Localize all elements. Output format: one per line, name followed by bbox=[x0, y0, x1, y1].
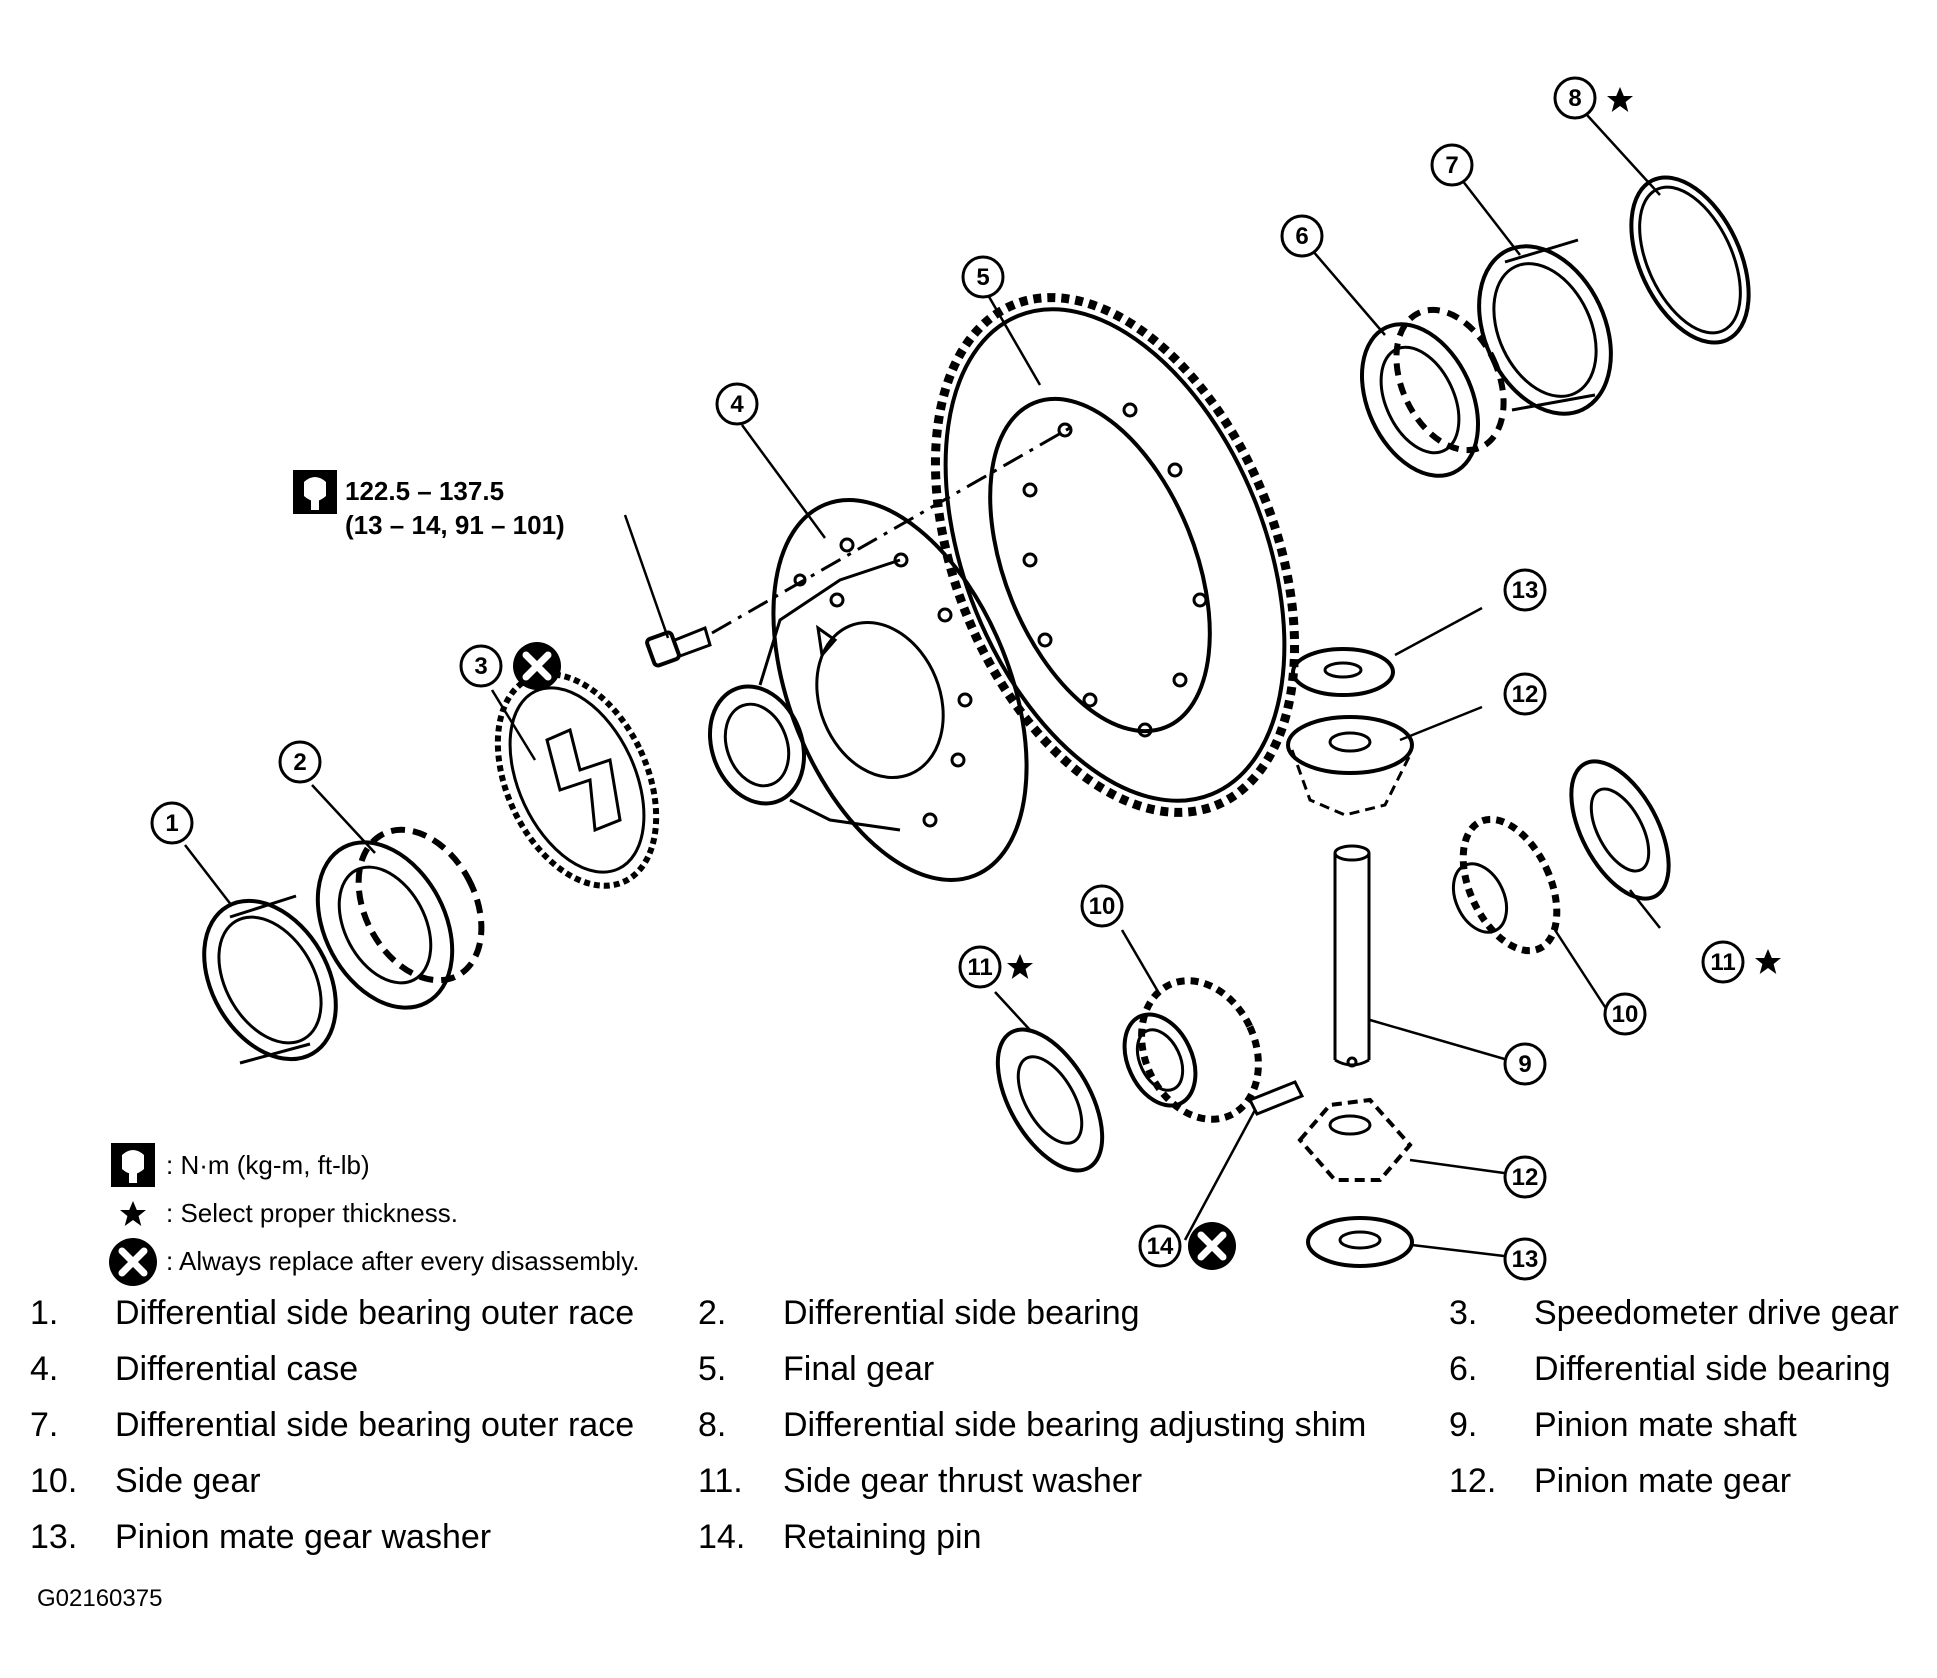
part-4-differential-case bbox=[707, 498, 1029, 882]
callout-11-right: 11 bbox=[1701, 940, 1745, 984]
part-11-washer-left bbox=[995, 1027, 1105, 1173]
svg-text:13: 13 bbox=[1512, 1246, 1539, 1273]
svg-text:10: 10 bbox=[1612, 1001, 1639, 1028]
callout-11-left: 11 bbox=[958, 945, 1002, 989]
callout-9: 9 bbox=[1503, 1042, 1547, 1086]
part-1-outer-race bbox=[202, 894, 338, 1065]
callout-4: 4 bbox=[715, 382, 759, 426]
svg-text:14: 14 bbox=[1147, 1233, 1174, 1260]
torque-wrench-icon bbox=[293, 470, 337, 514]
callout-2: 2 bbox=[278, 740, 322, 784]
callout-12-lower: 12 bbox=[1503, 1155, 1547, 1199]
star-icon bbox=[120, 1201, 146, 1226]
leader-lines bbox=[184, 114, 1661, 1258]
part-8-adjusting-shim bbox=[1629, 175, 1751, 345]
legend-torque-text: : N·m (kg-m, ft-lb) bbox=[166, 1150, 370, 1180]
callout-5: 5 bbox=[961, 255, 1005, 299]
callout-3: 3 bbox=[459, 644, 503, 688]
svg-text:5: 5 bbox=[976, 264, 989, 291]
part-13-washer-lower bbox=[1306, 1216, 1414, 1268]
part-14-retaining-pin bbox=[1247, 1080, 1305, 1116]
svg-text:4: 4 bbox=[730, 391, 744, 418]
callout-10-left: 10 bbox=[1080, 884, 1124, 928]
legend-replace-text: : Always replace after every disassembly… bbox=[166, 1246, 639, 1276]
svg-text:1: 1 bbox=[165, 810, 178, 837]
part-10-side-gear-left bbox=[1122, 977, 1262, 1123]
part-2-side-bearing bbox=[315, 826, 485, 1010]
torque-spec: 122.5 – 137.5 (13 – 14, 91 – 101) bbox=[293, 470, 565, 540]
figure-code: G02160375 bbox=[37, 1585, 163, 1612]
case-bolt bbox=[645, 625, 712, 668]
svg-text:6: 6 bbox=[1295, 223, 1308, 250]
callout-12-upper: 12 bbox=[1503, 672, 1547, 716]
part-9-pinion-shaft bbox=[1333, 844, 1371, 1068]
part-11-washer-right bbox=[1569, 759, 1671, 901]
svg-text:2: 2 bbox=[293, 749, 306, 776]
svg-text:10: 10 bbox=[1089, 893, 1116, 920]
replace-x-icon bbox=[513, 642, 561, 690]
part-5-final-gear bbox=[930, 293, 1300, 817]
callout-14: 14 bbox=[1138, 1224, 1182, 1268]
torque-value: 122.5 – 137.5 bbox=[345, 476, 504, 506]
callout-7: 7 bbox=[1430, 143, 1474, 187]
part-12-pinion-gear-upper bbox=[1286, 715, 1414, 817]
callout-10-right: 10 bbox=[1603, 992, 1647, 1036]
svg-text:12: 12 bbox=[1512, 681, 1539, 708]
callout-13-lower: 13 bbox=[1503, 1237, 1547, 1281]
callouts: 1 2 3 4 5 6 7 8 bbox=[150, 76, 1781, 1281]
part-7-outer-race bbox=[1477, 238, 1613, 416]
svg-text:3: 3 bbox=[474, 653, 487, 680]
star-icon bbox=[1007, 954, 1033, 979]
torque-value-alt: (13 – 14, 91 – 101) bbox=[345, 510, 565, 540]
replace-x-icon bbox=[1188, 1222, 1236, 1270]
svg-text:8: 8 bbox=[1568, 85, 1581, 112]
callout-13-upper: 13 bbox=[1503, 568, 1547, 612]
star-icon bbox=[1755, 949, 1781, 974]
svg-text:11: 11 bbox=[1710, 949, 1735, 976]
bolt-alignment-line bbox=[711, 423, 1076, 635]
part-3-speedometer-gear bbox=[494, 671, 660, 889]
svg-text:11: 11 bbox=[967, 954, 992, 981]
callout-6: 6 bbox=[1280, 214, 1324, 258]
torque-wrench-icon bbox=[111, 1143, 155, 1187]
part-6-side-bearing bbox=[1359, 306, 1507, 478]
symbol-legend: : N·m (kg-m, ft-lb) : Select proper thic… bbox=[109, 1143, 639, 1286]
svg-text:9: 9 bbox=[1518, 1051, 1531, 1078]
part-12-pinion-gear-lower bbox=[1297, 1097, 1413, 1182]
part-13-washer-upper bbox=[1291, 647, 1395, 697]
svg-text:7: 7 bbox=[1445, 152, 1458, 179]
svg-text:12: 12 bbox=[1512, 1164, 1539, 1191]
callout-1: 1 bbox=[150, 801, 194, 845]
star-icon bbox=[1607, 87, 1633, 112]
svg-text:13: 13 bbox=[1512, 577, 1539, 604]
legend-star-text: : Select proper thickness. bbox=[166, 1198, 458, 1228]
callout-8: 8 bbox=[1553, 76, 1597, 120]
part-10-side-gear-right bbox=[1451, 815, 1561, 955]
replace-x-icon bbox=[109, 1238, 157, 1286]
